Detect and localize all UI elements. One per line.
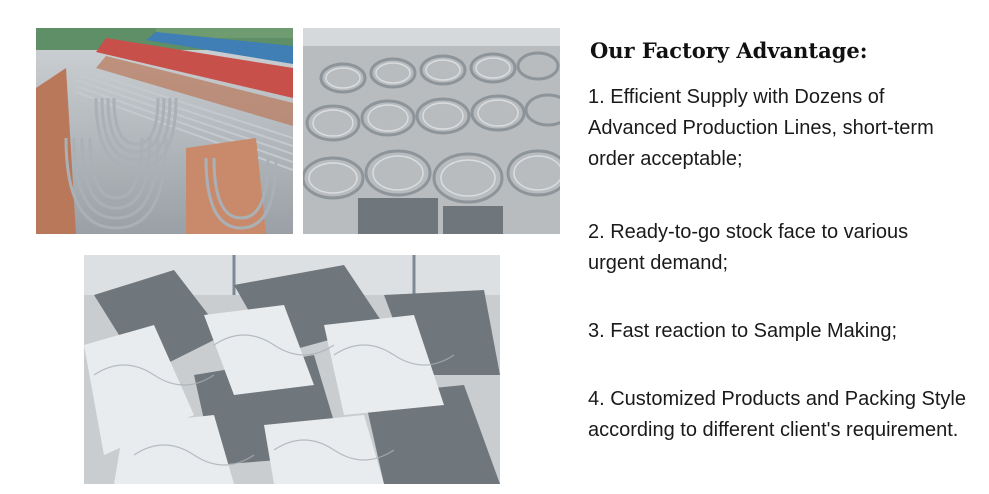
advantage-point-4: 4. Customized Products and Packing Style… bbox=[588, 388, 966, 441]
coiled-tubes-photo bbox=[303, 28, 560, 234]
advantage-point-3: 3. Fast reaction to Sample Making; bbox=[588, 320, 898, 342]
u-bend-tubes-photo bbox=[36, 28, 293, 234]
factory-advantage-heading: Our Factory Advantage: bbox=[590, 38, 868, 63]
advantage-point-1: 1. Efficient Supply with Dozens of Advan… bbox=[588, 86, 934, 170]
packed-coils-photo bbox=[84, 255, 500, 484]
advantage-point-2: 2. Ready-to-go stock face to various urg… bbox=[588, 221, 909, 274]
